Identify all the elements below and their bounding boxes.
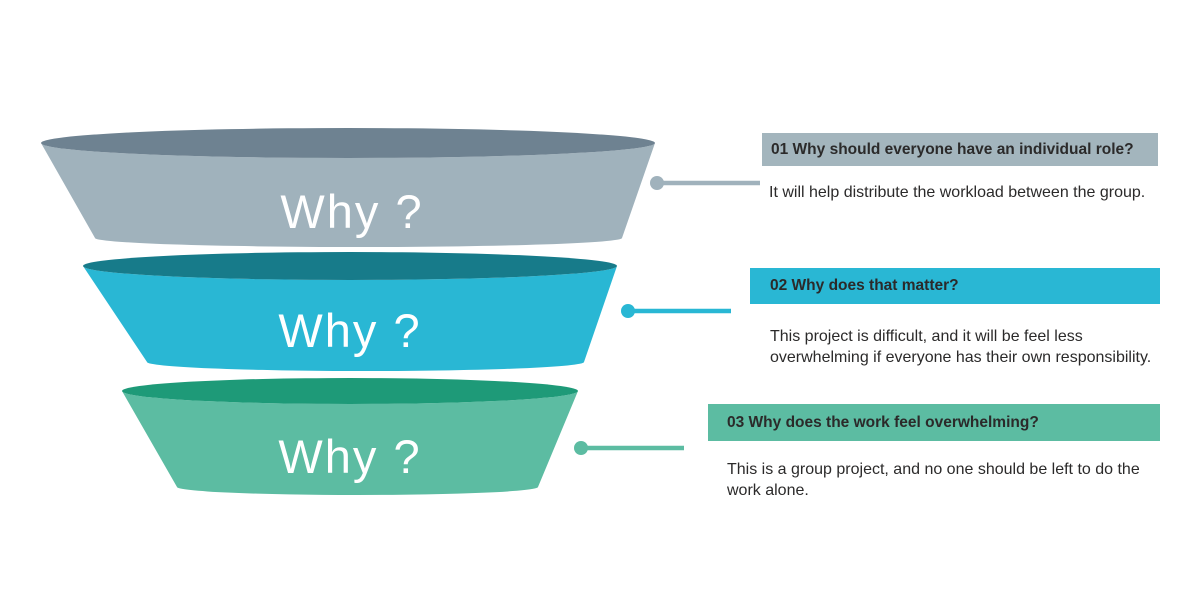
connector-1-dot (650, 176, 664, 190)
connector-3-dot (574, 441, 588, 455)
funnel-tier-2-body (83, 266, 617, 371)
funnel-tier-3-label: Why ? (278, 430, 421, 483)
funnel-tier-1-body (41, 143, 655, 247)
funnel-tier-3-top-ellipse (122, 378, 578, 404)
funnel-tier-1: Why ? (41, 128, 760, 247)
funnel-tier-1-label: Why ? (280, 185, 423, 238)
funnel-tier-3: Why ? (122, 378, 684, 495)
qa-1-answer: It will help distribute the workload bet… (769, 184, 1146, 201)
qa-3-answer: This is a group project, and no one shou… (727, 461, 1140, 500)
funnel-tier-1-top-ellipse (41, 128, 655, 158)
funnel-tier-2: Why ? (83, 252, 731, 371)
funnel-tier-3-body (122, 391, 578, 495)
qa-2-question: 02 Why does that matter? (770, 277, 959, 295)
qa-1-header: 01 Why should everyone have an individua… (762, 133, 1158, 166)
connector-2-dot (621, 304, 635, 318)
qa-2-answer: This project is difficult, and it will b… (770, 328, 1152, 367)
qa-3-header: 03 Why does the work feel overwhelming? (708, 404, 1160, 441)
qa-2-header: 02 Why does that matter? (750, 268, 1160, 304)
funnel-tier-2-label: Why ? (278, 304, 421, 357)
qa-3-question: 03 Why does the work feel overwhelming? (727, 413, 1039, 431)
qa-1-question: 01 Why should everyone have an individua… (771, 140, 1134, 158)
funnel-tier-2-top-ellipse (83, 252, 617, 280)
